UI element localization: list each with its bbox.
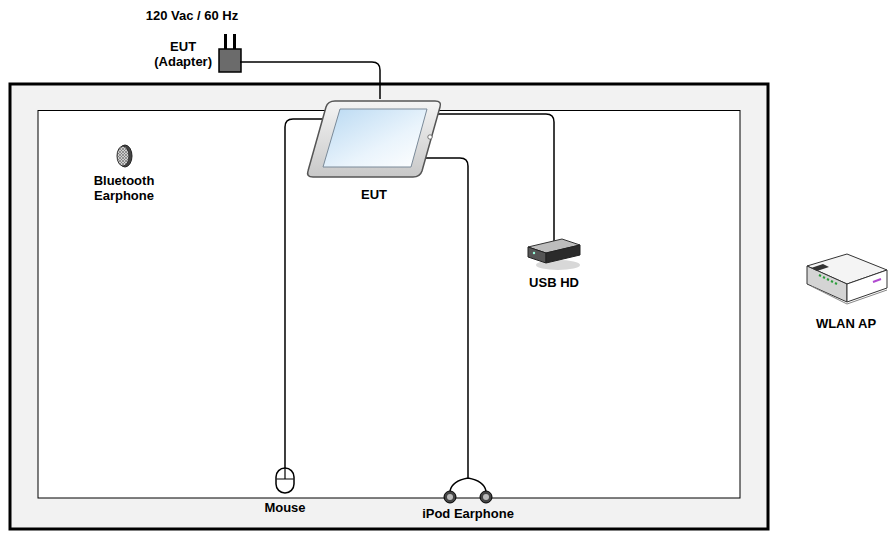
supply-label: 120 Vac / 60 Hz xyxy=(146,8,239,23)
device-icon xyxy=(803,248,889,310)
device-label: EUT xyxy=(361,187,387,202)
device-label: EUT (Adapter) xyxy=(154,39,212,69)
device-icon xyxy=(114,143,134,169)
mouse: Mouse xyxy=(264,466,305,515)
device-label: Mouse xyxy=(264,500,305,515)
device-icon xyxy=(218,34,242,74)
device-label: iPod Earphone xyxy=(422,506,514,521)
device-icon xyxy=(305,99,443,179)
device-icon xyxy=(526,235,582,271)
device-label: Bluetooth Earphone xyxy=(94,173,155,203)
power-adapter: EUT (Adapter) xyxy=(154,34,242,74)
device-label: USB HD xyxy=(529,275,579,290)
cable-line xyxy=(443,114,554,235)
device-label: WLAN AP xyxy=(816,316,876,331)
usb-hard-drive: USB HD xyxy=(526,235,582,290)
ipod-earphone: iPod Earphone xyxy=(422,466,514,521)
cable-line xyxy=(443,158,468,466)
bluetooth-earphone: Bluetooth Earphone xyxy=(94,143,155,203)
device-icon xyxy=(274,466,296,494)
wlan-access-point: WLAN AP xyxy=(803,248,889,331)
cable-line xyxy=(285,119,305,466)
device-icon xyxy=(438,466,498,504)
cable-line xyxy=(242,62,380,99)
tablet-eut: EUT xyxy=(305,99,443,202)
table-outer xyxy=(10,84,768,529)
